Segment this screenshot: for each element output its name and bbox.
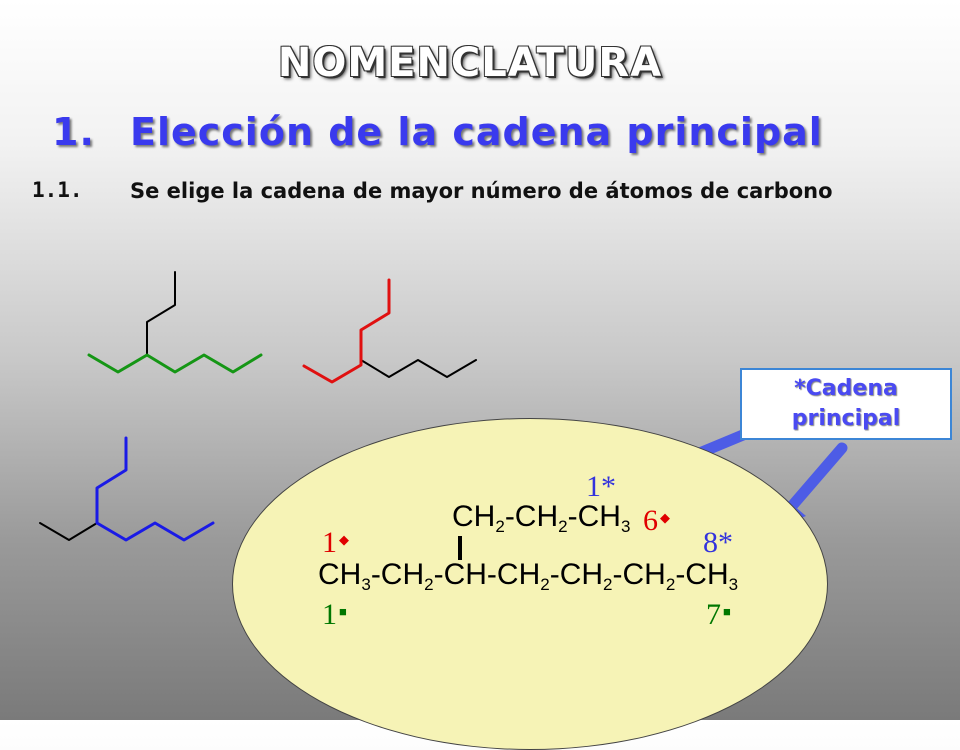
label-blue-start: 1*: [586, 470, 616, 503]
badge-line-1: *Cadena: [794, 376, 898, 401]
skeleton-green-branch: [146, 271, 176, 356]
skeleton-blue-chain: [95, 436, 215, 542]
skeleton-red: [302, 278, 477, 384]
page-title: NOMENCLATURA: [277, 40, 663, 86]
skeleton-blue-black-part: [39, 522, 98, 541]
rule-number: 1.1.: [32, 178, 83, 202]
rule-text: Se elige la cadena de mayor número de át…: [130, 179, 833, 203]
section-number: 1.: [52, 110, 95, 154]
skeleton-green-chain: [87, 353, 263, 374]
label-red-start: 1◆: [322, 526, 349, 559]
label-blue-end: 8*: [703, 526, 733, 559]
skeleton-green: [87, 271, 263, 374]
diamond-icon: ◆: [660, 510, 670, 525]
skeleton-red-black-part: [360, 359, 477, 378]
square-icon: ■: [339, 604, 347, 619]
diamond-icon: ◆: [339, 532, 349, 547]
badge-line-2: principal: [791, 406, 901, 431]
section-title: Elección de la cadena principal: [130, 110, 823, 154]
skeleton-blue: [39, 436, 215, 542]
label-red-end: 6◆: [643, 504, 670, 537]
branch-bond: [458, 536, 462, 560]
formula-ellipse: [232, 418, 828, 750]
label-green-end: 7■: [706, 598, 731, 631]
label-green-start: 1■: [322, 598, 347, 631]
section-heading: 1. Elección de la cadena principal: [52, 110, 823, 154]
formula-branch: CH2-CH2-CH3: [452, 500, 631, 536]
formula-main: CH3-CH2-CH-CH2-CH2-CH2-CH3: [318, 558, 739, 594]
square-icon: ■: [723, 604, 731, 619]
skeleton-red-chain: [302, 278, 391, 384]
main-chain-badge: *Cadena principal: [740, 368, 952, 440]
